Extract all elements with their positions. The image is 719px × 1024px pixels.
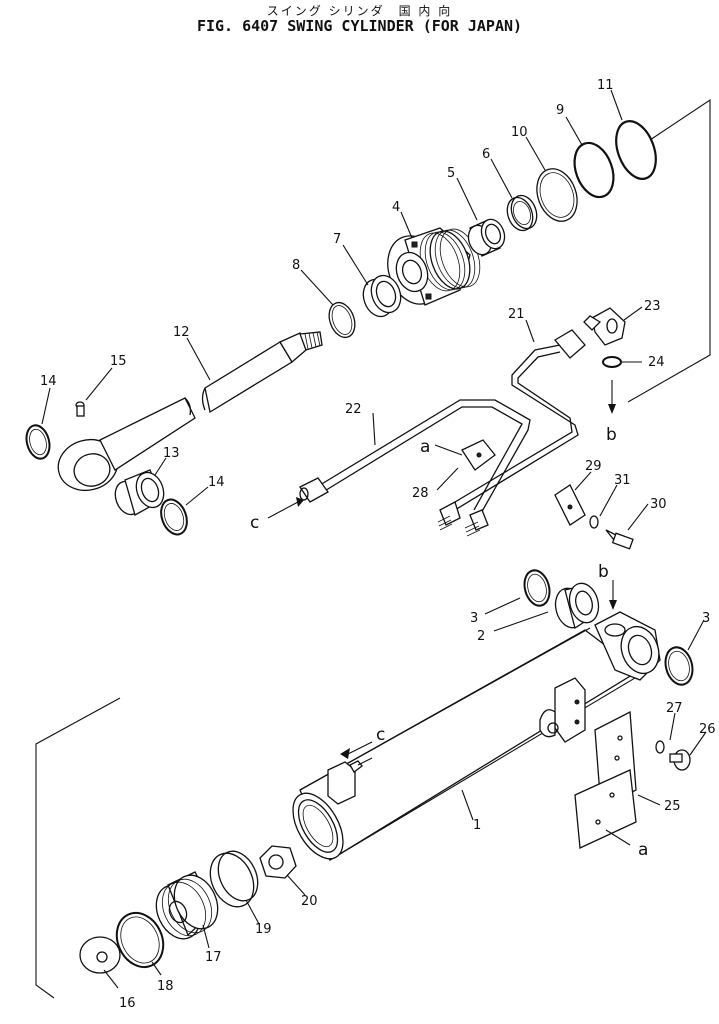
reference-letters: a a b b c c — [250, 425, 648, 860]
ref-a-lower: a — [638, 840, 648, 860]
part-bushing-2 — [554, 582, 600, 630]
callout-2: 2 — [477, 629, 485, 644]
part-oring-11 — [615, 120, 657, 180]
callout-12: 12 — [173, 325, 190, 340]
part-bearing-6 — [506, 194, 538, 232]
ref-b-upper: b — [606, 425, 617, 445]
frame-lines — [35, 98, 711, 999]
part-seal-3-right — [664, 646, 694, 686]
callout-11: 11 — [597, 78, 614, 93]
callout-3-right: 3 — [702, 611, 710, 626]
part-ring-19 — [209, 850, 259, 908]
diagram-title: FIG. 6407 SWING CYLINDER (FOR JAPAN) — [196, 17, 523, 35]
part-clamp-28 — [461, 439, 496, 471]
callout-27: 27 — [666, 701, 683, 716]
callout-14-right: 14 — [208, 475, 225, 490]
callout-31: 31 — [614, 473, 631, 488]
callout-6: 6 — [482, 147, 490, 162]
callout-4: 4 — [392, 200, 400, 215]
callout-19: 19 — [255, 922, 272, 937]
callout-1: 1 — [473, 818, 481, 833]
part-piston-17 — [155, 871, 219, 940]
callout-29: 29 — [585, 459, 602, 474]
callout-15: 15 — [110, 354, 127, 369]
part-seal-3-left — [523, 569, 551, 607]
part-washer-24 — [602, 356, 622, 368]
part-cylinder-tube — [292, 611, 661, 861]
callout-26: 26 — [699, 722, 716, 737]
callout-7: 7 — [333, 232, 341, 247]
callout-16: 16 — [119, 996, 136, 1011]
part-nut-20 — [259, 845, 297, 879]
callout-14-left: 14 — [40, 374, 57, 389]
part-oring-9 — [573, 141, 615, 199]
callout-3-left: 3 — [470, 611, 478, 626]
callout-23: 23 — [644, 299, 661, 314]
callout-28: 28 — [412, 486, 429, 501]
part-ring-18 — [115, 911, 165, 969]
diagram-title-japanese: スイング シリンダ 国 内 向 — [266, 4, 453, 18]
part-piston-head — [387, 227, 481, 306]
ref-c-upper: c — [250, 513, 259, 533]
part-bolt-30 — [605, 529, 634, 550]
part-seal-14-left — [25, 424, 51, 460]
part-bolt-26 — [669, 749, 691, 771]
callout-17: 18 — [157, 979, 174, 994]
callout-8: 8 — [292, 258, 300, 273]
callout-10: 10 — [511, 125, 528, 140]
leader-lines — [41, 89, 707, 989]
part-bushing-5 — [467, 218, 506, 257]
part-piston-rod — [57, 331, 323, 492]
part-plate-16 — [79, 936, 121, 974]
part-pipe-21 — [437, 329, 586, 531]
callout-22: 22 — [345, 402, 362, 417]
part-bracket-25 — [574, 710, 637, 849]
part-elbow-23 — [583, 307, 626, 346]
part-washer-27 — [655, 740, 665, 754]
part-bearing-7 — [362, 274, 402, 318]
callout-labels: 1 2 3 3 4 5 6 7 8 9 10 11 12 13 14 14 15… — [40, 78, 716, 1011]
part-bushing-13 — [114, 469, 165, 516]
ref-b-lower: b — [598, 562, 609, 582]
part-ring-10 — [536, 168, 578, 222]
callout-13: 13 — [163, 446, 180, 461]
part-seal-14-right — [160, 498, 188, 536]
callout-17b: 17 — [205, 950, 222, 965]
ref-a-upper: a — [420, 437, 430, 457]
callout-20: 20 — [301, 894, 318, 909]
callout-24: 24 — [648, 355, 665, 370]
part-washer-31 — [589, 515, 599, 529]
part-ring-8 — [328, 301, 356, 339]
callout-5: 5 — [447, 166, 455, 181]
callout-9: 9 — [556, 103, 564, 118]
callout-21: 21 — [508, 307, 525, 322]
part-clamp-29 — [554, 484, 586, 526]
callout-25: 25 — [664, 799, 681, 814]
ref-c-lower: c — [376, 725, 385, 745]
part-pipe-22 — [299, 399, 531, 537]
callout-30: 30 — [650, 497, 667, 512]
